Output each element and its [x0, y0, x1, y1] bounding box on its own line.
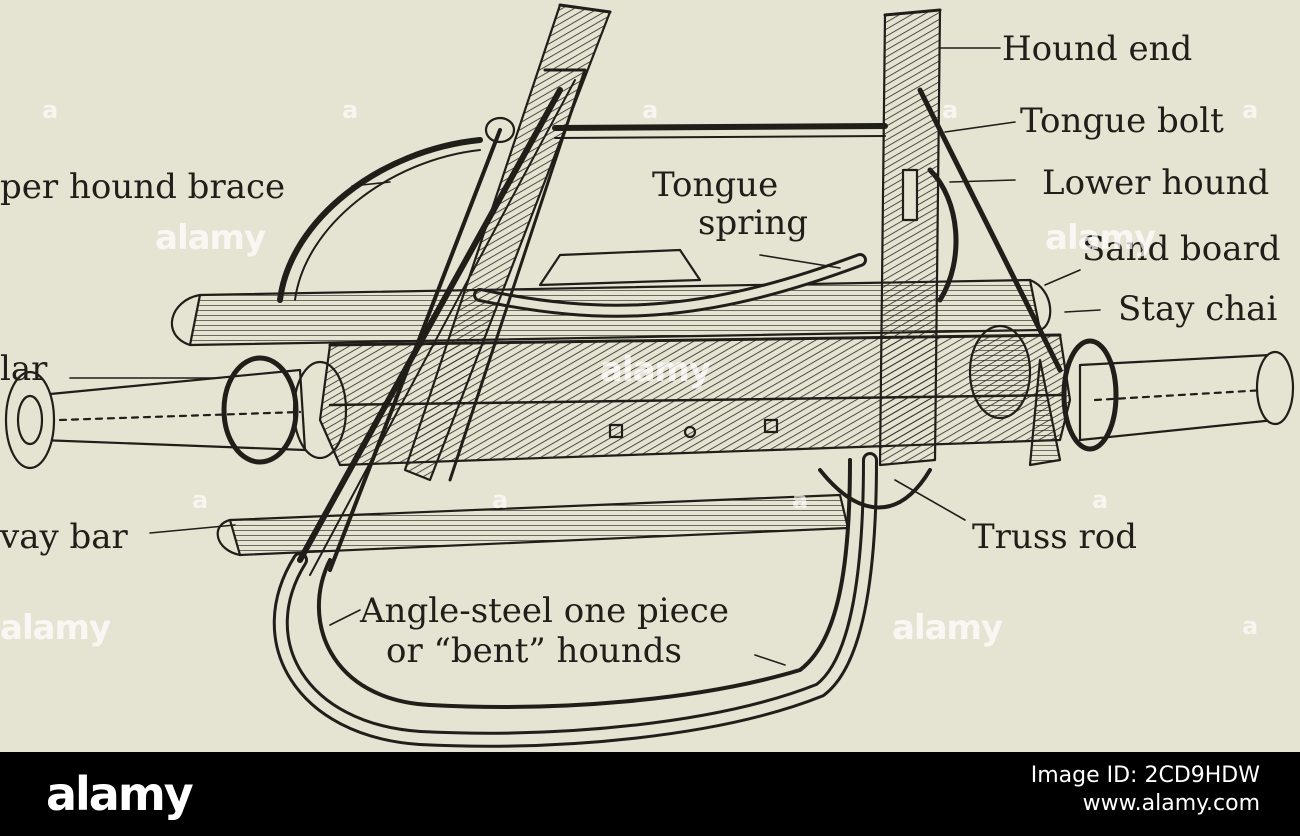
truss-rod	[818, 468, 932, 510]
watermark-text: alamy	[1045, 218, 1156, 258]
watermark-letter: a	[792, 486, 809, 514]
watermark-letter: a	[1242, 612, 1259, 640]
left-hound-brace	[297, 87, 563, 563]
label-bent-hounds-line1: Angle-steel one piece	[360, 591, 729, 631]
watermark-text: alamy	[892, 608, 1003, 648]
label-tongue-bolt: Tongue bolt	[1020, 101, 1224, 141]
label-stay-chain: Stay chai	[1118, 289, 1278, 329]
label-tongue-spring-line2: spring	[698, 203, 809, 243]
bent-hounds-loop	[272, 452, 878, 748]
right-spindle	[968, 324, 1295, 452]
site-link[interactable]: www.alamy.com	[1082, 791, 1260, 816]
watermark-text: alamy	[600, 350, 711, 390]
label-bent-hounds-line2: or “bent” hounds	[386, 631, 682, 671]
sway-bar	[216, 493, 850, 557]
label-sway-bar: vay bar	[0, 517, 128, 557]
label-sand-board: Sand board	[1082, 229, 1281, 269]
watermark-text: alamy	[0, 608, 111, 648]
alamy-logo[interactable]: alamy	[46, 767, 194, 821]
watermark-letter: a	[942, 96, 959, 124]
label-collar: lar	[0, 349, 48, 389]
left-spindle	[4, 355, 348, 470]
label-lower-hound: Lower hound	[1042, 163, 1270, 203]
axle-diagram	[4, 3, 1295, 748]
watermark-letter: a	[192, 486, 209, 514]
upper-hound-brace-ring	[277, 137, 483, 303]
label-upper-hound-brace: per hound brace	[0, 167, 286, 207]
watermark-letter: a	[42, 96, 59, 124]
watermark-letter: a	[1092, 486, 1109, 514]
right-hound	[878, 8, 942, 467]
watermark-letter: a	[1242, 96, 1259, 124]
lower-hound-brace	[917, 87, 1063, 373]
tongue-spring	[473, 248, 867, 318]
watermark-letter: a	[342, 96, 359, 124]
watermark-text: alamy	[155, 218, 266, 258]
image-id: Image ID: 2CD9HDW	[1030, 763, 1260, 788]
label-tongue-spring-line1: Tongue	[652, 165, 779, 205]
label-truss-rod: Truss rod	[972, 517, 1138, 557]
leader-lines	[69, 47, 1101, 666]
watermark-letter: a	[492, 486, 509, 514]
watermark-letter: a	[642, 96, 659, 124]
tongue-bolt-rod	[552, 123, 888, 131]
label-hound-end: Hound end	[1002, 29, 1193, 69]
footer-bar: alamy Image ID: 2CD9HDW www.alamy.com	[0, 752, 1300, 836]
illustration-plate: Hound end Tongue bolt per hound brace To…	[0, 0, 1300, 752]
image-info: Image ID: 2CD9HDW www.alamy.com	[1031, 762, 1260, 818]
